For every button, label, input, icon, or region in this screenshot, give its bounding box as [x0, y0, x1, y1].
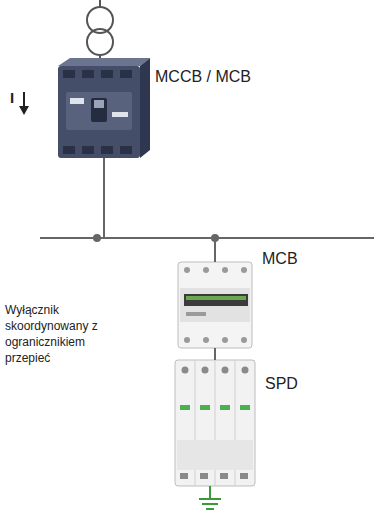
ground-symbol — [199, 486, 221, 509]
device-label: MCCB / MCB — [155, 68, 251, 86]
breaker-mccb: MCCB / MCB — [58, 58, 150, 158]
spd-device — [175, 360, 255, 486]
breaker-mcb: MCB — [178, 262, 252, 348]
wire-connector — [214, 348, 216, 360]
wire-connector — [104, 158, 215, 262]
current-symbol: I — [10, 88, 22, 108]
mccb-device — [58, 58, 150, 158]
surge-protector: SPD — [175, 360, 255, 486]
device-label: SPD — [265, 375, 298, 393]
current-arrow — [19, 92, 29, 115]
transformer-symbol — [87, 0, 113, 62]
device-label: MCB — [262, 250, 298, 268]
mcb-device — [178, 262, 252, 348]
note-text: Wyłącznik skoordynowany z ogranicznikiem… — [5, 302, 117, 366]
